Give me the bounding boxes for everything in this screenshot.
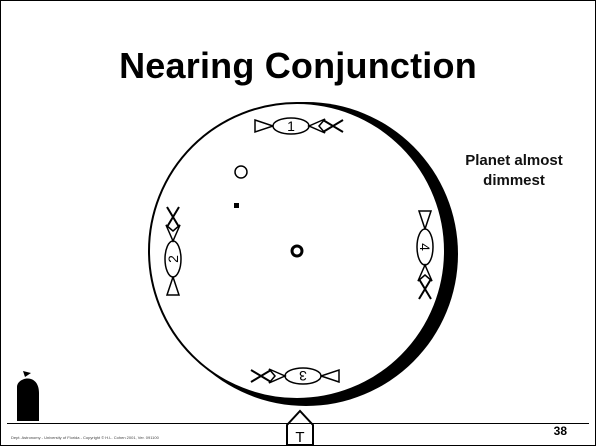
footer-divider [7, 423, 589, 424]
position-2-label: 2 [165, 255, 181, 263]
footer-copyright: Dept. Astronomy - University of Florida … [11, 435, 159, 440]
position-1-label: 1 [287, 118, 295, 134]
planet-note: Planet almost dimmest [439, 151, 589, 191]
planet-dark-dot [234, 203, 239, 208]
observer-label: T [295, 429, 304, 446]
sun-symbol [292, 246, 302, 256]
home-observer-icon: T [287, 411, 313, 446]
page-number: 38 [554, 424, 567, 438]
planet-open-circle [235, 166, 247, 178]
position-3-label: 3 [299, 368, 307, 384]
dark-figure-icon [17, 371, 39, 421]
position-4-label: 4 [417, 243, 433, 251]
